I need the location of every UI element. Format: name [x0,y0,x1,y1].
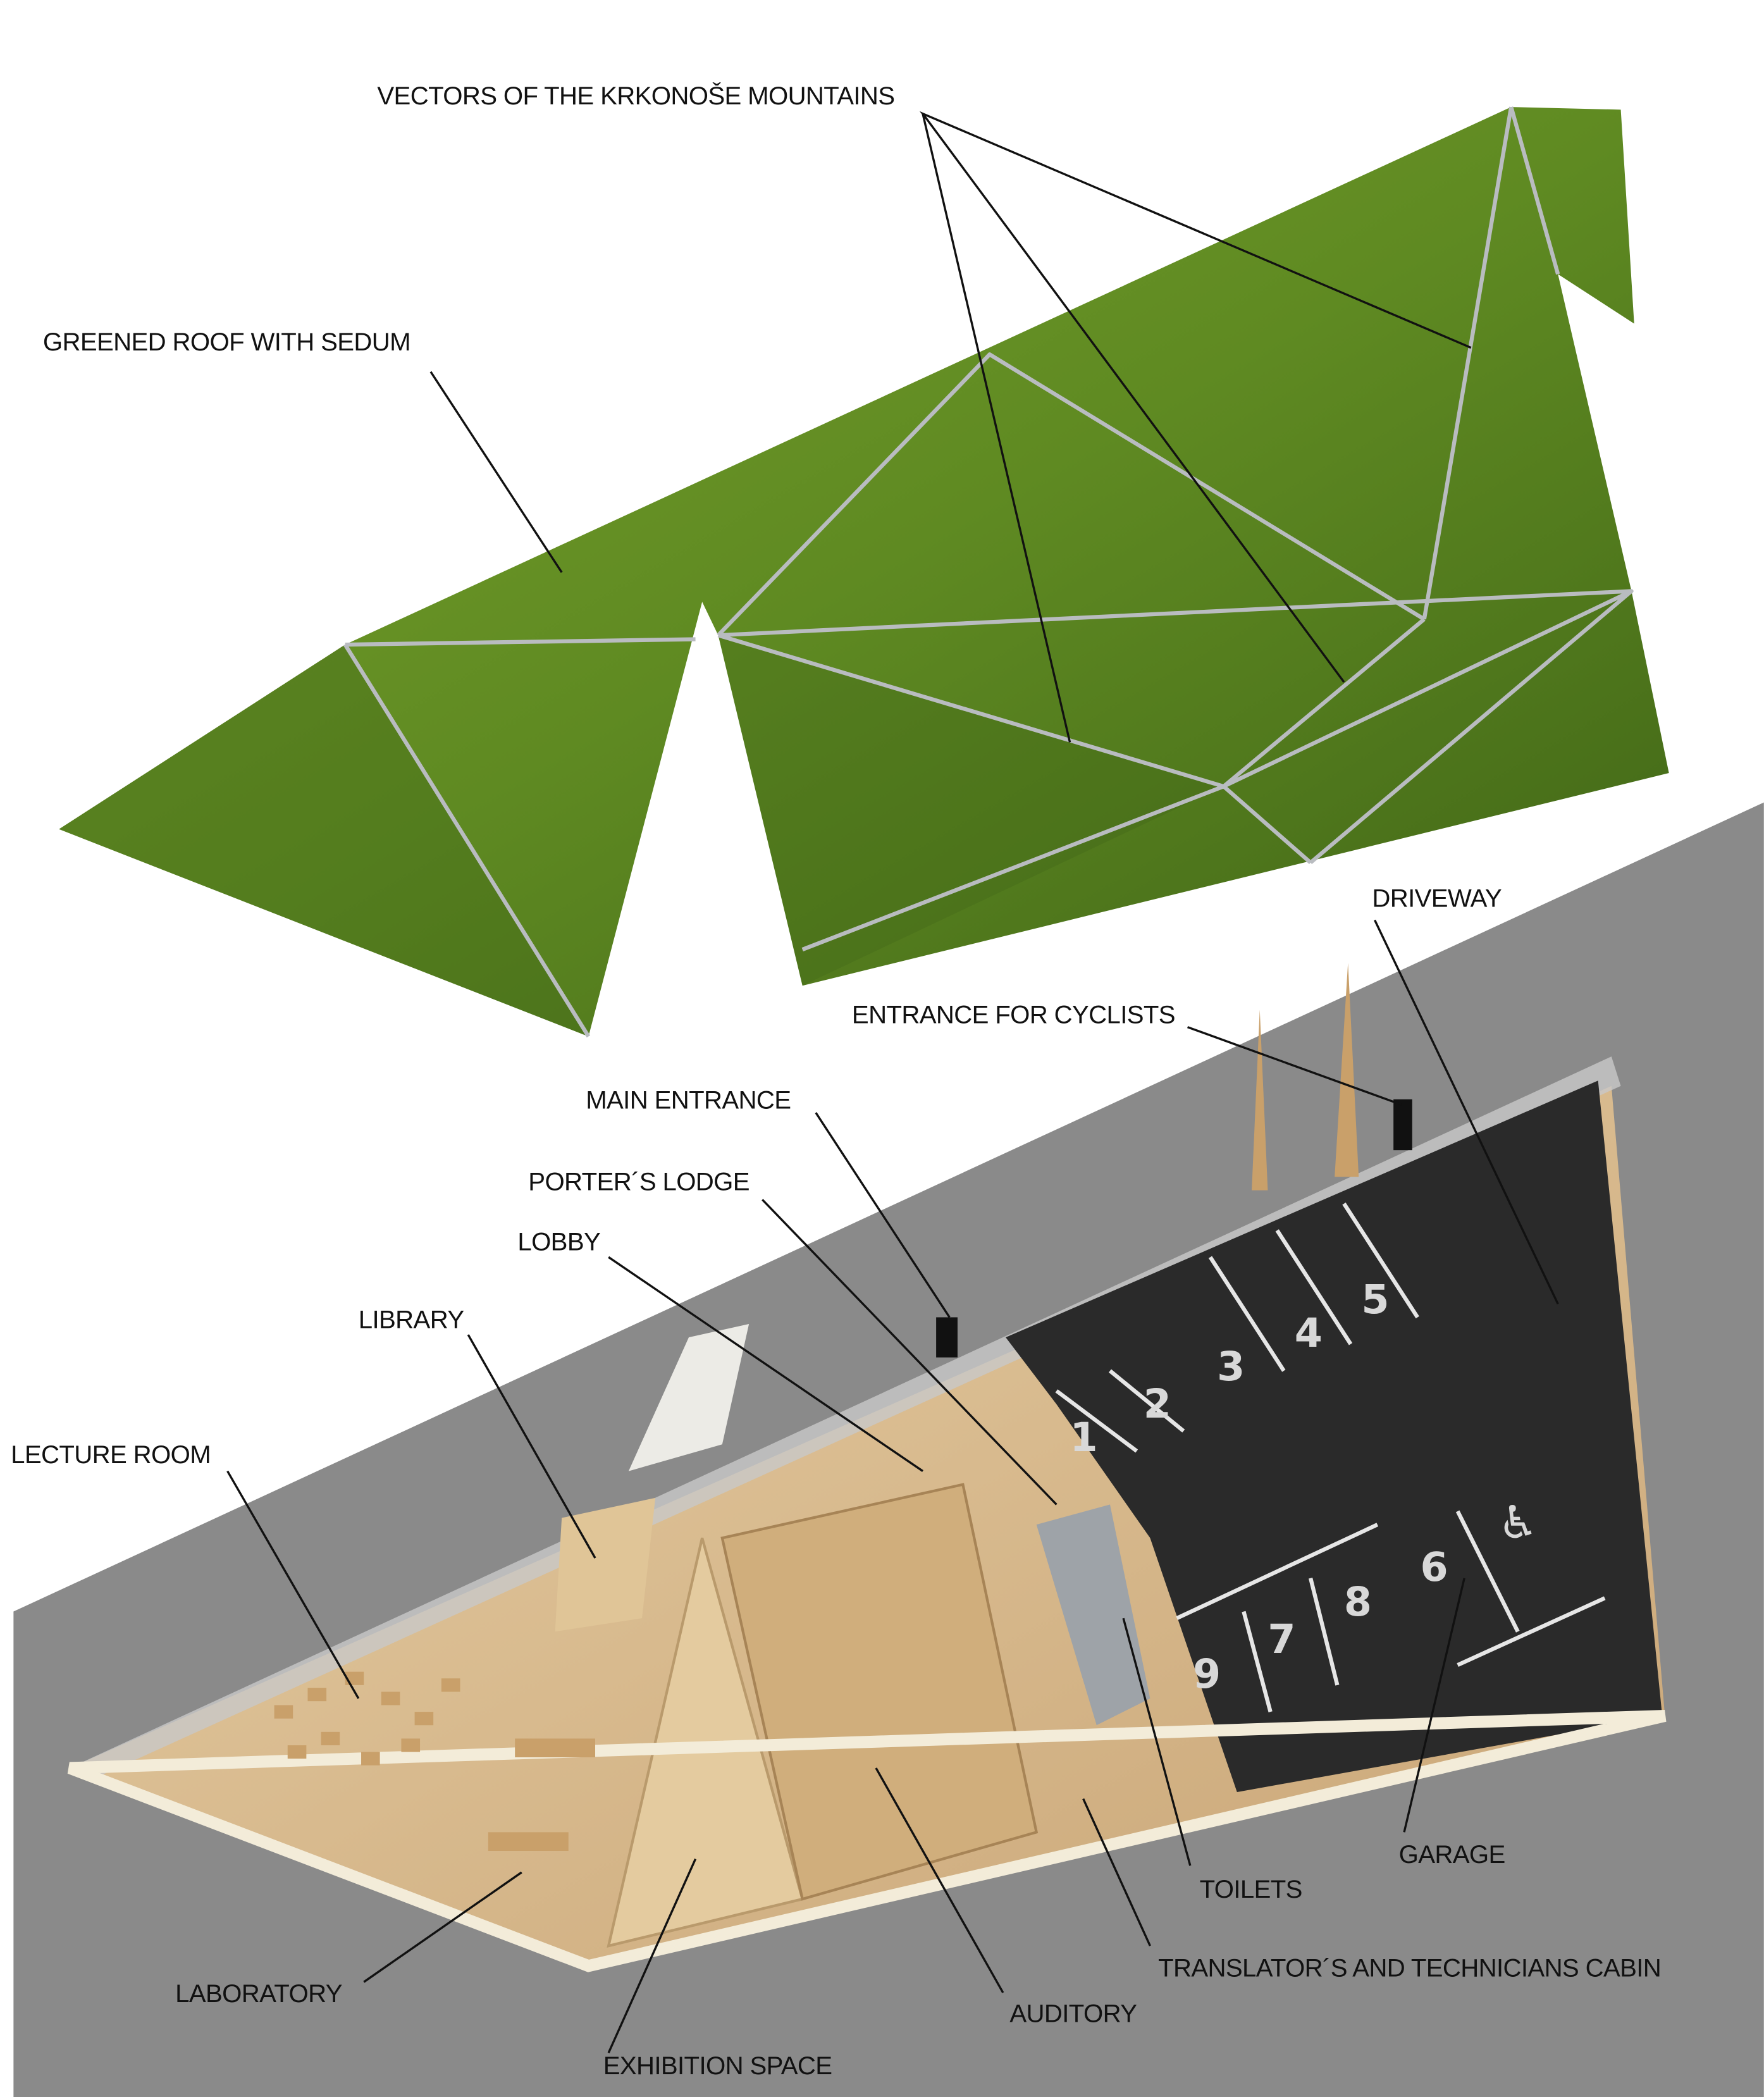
laboratory-tables [488,1738,596,1851]
roof-shade [59,645,589,1037]
parking-number: 7 [1267,1616,1295,1662]
label-garage: GARAGE [1399,1840,1505,1869]
label-porters-lodge: PORTER´S LODGE [528,1168,749,1196]
parking-number: 8 [1344,1578,1372,1625]
parking-numbers: 1 2 3 4 5 6 7 8 9 [1070,1276,1448,1697]
garage-floor [1006,1080,1663,1792]
parking-number: 5 [1361,1276,1389,1323]
label-translators: TRANSLATOR´S AND TECHNICIANS CABIN [1158,1954,1661,1983]
toilets-block [1036,1504,1150,1726]
label-toilets: TOILETS [1200,1875,1302,1903]
cyclist-entrance-door [1393,1099,1412,1151]
label-exhibition: EXHIBITION SPACE [603,2051,832,2080]
parking-number: 1 [1070,1414,1098,1461]
label-driveway: DRIVEWAY [1372,884,1502,912]
label-greened-roof: GREENED ROOF WITH SEDUM [43,328,410,356]
label-laboratory: LABORATORY [175,1979,342,2008]
main-entrance-door [936,1317,958,1358]
green-roof [59,106,1669,1038]
label-cyclists: ENTRANCE FOR CYCLISTS [852,1000,1175,1029]
label-lobby: LOBBY [517,1228,600,1256]
library-block [555,1497,656,1632]
label-auditory: AUDITORY [1009,2000,1137,2028]
label-vectors: VECTORS OF THE KRKONOŠE MOUNTAINS [377,82,894,110]
lecture-room-desks [274,1671,460,1766]
auditory-seating [720,1483,1039,1901]
label-lecture-room: LECTURE ROOM [11,1440,211,1469]
wheelchair-icon: ♿ [1498,1495,1538,1549]
roof-facet-lines [343,106,1634,1038]
parking-number: 4 [1295,1309,1323,1356]
parking-stripes [1055,1203,1606,1712]
exhibition-void [628,1324,749,1471]
parking-number: 3 [1217,1343,1245,1390]
parking-number: 9 [1193,1650,1221,1697]
leader-lines [226,111,1559,2053]
roof-shade [718,635,1224,986]
labels: VECTORS OF THE KRKONOŠE MOUNTAINS GREENE… [11,82,1662,2080]
parking-number: 6 [1420,1543,1448,1590]
parking-number: 2 [1144,1380,1171,1427]
bike-entrance-posts [1252,963,1359,1191]
roof-surface [59,107,1669,1037]
label-main-entrance: MAIN ENTRANCE [586,1086,791,1115]
label-library: LIBRARY [359,1305,464,1333]
outer-wall [67,1709,1667,1972]
